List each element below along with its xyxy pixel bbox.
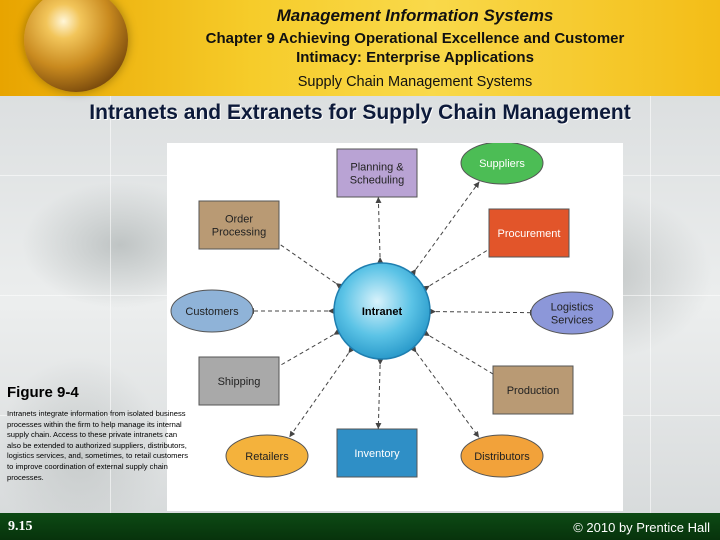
node-label-production: Production <box>507 385 560 397</box>
intranet-label: Intranet <box>362 306 403 318</box>
node-label-distributors: Distributors <box>474 451 530 463</box>
connector-planning-scheduling <box>375 196 384 264</box>
intranet-diagram: Planning &Scheduling SuppliersProcurement… <box>170 143 614 478</box>
figure-caption: Intranets integrate information from iso… <box>7 409 189 482</box>
section-title: Supply Chain Management Systems <box>297 74 533 90</box>
node-retailers: Retailers <box>225 434 309 478</box>
node-procurement: Procurement <box>488 208 570 258</box>
node-distributors: Distributors <box>460 434 544 478</box>
figure-title: Figure 9-4 <box>7 384 79 401</box>
node-suppliers: Suppliers <box>460 143 544 185</box>
connector-suppliers <box>410 181 480 276</box>
connector-inventory <box>375 358 384 430</box>
slide-footer: 9.15 © 2010 by Prentice Hall <box>0 513 720 540</box>
connector-order-processing <box>269 236 343 290</box>
connector-shipping <box>271 329 341 371</box>
intranet-node: Intranet <box>333 262 431 360</box>
connector-retailers <box>288 346 355 438</box>
connector-procurement <box>423 243 498 292</box>
node-label-inventory: Inventory <box>354 448 400 460</box>
node-inventory: Inventory <box>336 428 418 478</box>
chapter-title: Chapter 9 Achieving Operational Excellen… <box>0 29 720 67</box>
node-label-planning-scheduling: Planning &Scheduling <box>350 162 404 187</box>
chapter-title-line2: Intimacy: Enterprise Applications <box>296 49 534 66</box>
node-label-suppliers: Suppliers <box>479 158 525 170</box>
node-label-customers: Customers <box>185 306 239 318</box>
node-label-retailers: Retailers <box>245 451 289 463</box>
connector-production <box>423 330 502 380</box>
node-planning-scheduling: Planning &Scheduling <box>336 148 418 198</box>
node-production: Production <box>492 365 574 415</box>
chapter-title-line1: Chapter 9 Achieving Operational Excellen… <box>205 30 625 47</box>
slide-header: Management Information Systems Chapter 9… <box>0 0 720 96</box>
node-label-procurement: Procurement <box>498 228 561 240</box>
connector-logistics-services <box>429 308 537 316</box>
globe-logo <box>24 0 128 92</box>
node-label-shipping: Shipping <box>218 376 261 388</box>
node-customers: Customers <box>170 289 254 333</box>
slide-title: Intranets and Extranets for Supply Chain… <box>89 101 631 124</box>
copyright: © 2010 by Prentice Hall <box>573 520 710 535</box>
connector-distributors <box>410 345 480 438</box>
page-number: 9.15 <box>8 519 33 534</box>
node-shipping: Shipping <box>198 356 280 406</box>
course-title: Management Information Systems <box>276 6 554 25</box>
